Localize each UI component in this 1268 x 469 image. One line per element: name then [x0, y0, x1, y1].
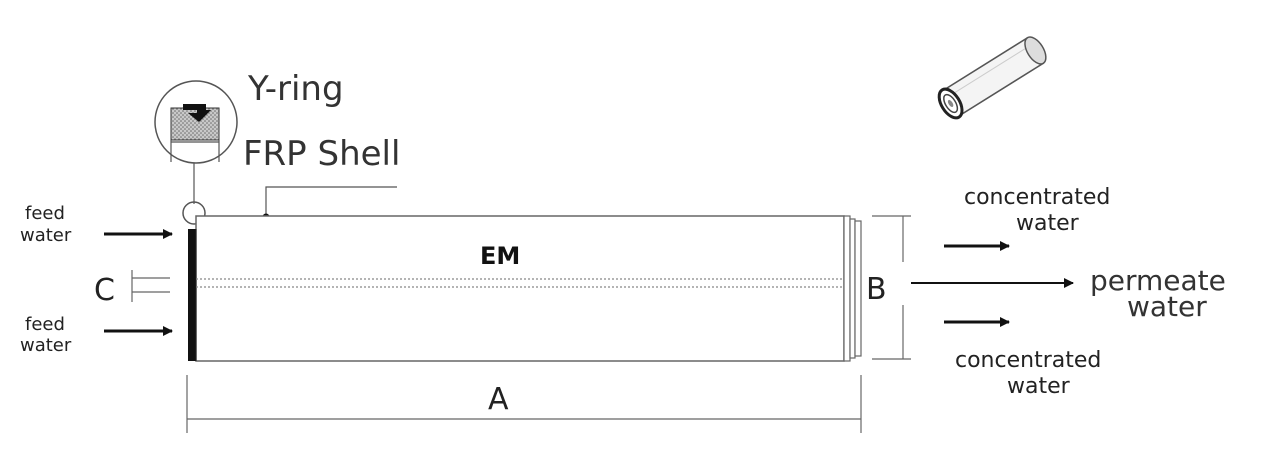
frp-shell-label: FRP Shell: [243, 134, 400, 174]
feed-water-bottom-label-line2: water: [20, 335, 72, 356]
y-ring-seal-icon: [183, 104, 211, 122]
y-ring-location-marker: [182, 201, 206, 225]
feed-water-top-label-line2: water: [20, 225, 72, 246]
concentrated-water-bottom-label-line1: concentrated: [955, 348, 1101, 373]
permeate-water-label-line1: permeate: [1090, 264, 1226, 297]
dimension-c: [131, 270, 170, 302]
feed-end-cap: [188, 229, 196, 361]
dimension-a: [186, 375, 862, 433]
dimension-b: [872, 215, 911, 360]
permeate-water-label-line2: water: [1127, 290, 1207, 323]
end-ring-inner: [843, 215, 851, 362]
dimension-a-label: A: [488, 382, 509, 417]
feed-water-top-label-line1: feed: [25, 203, 65, 224]
dimension-b-label: B: [866, 272, 887, 307]
concentrated-water-top-label-line2: water: [1016, 211, 1080, 236]
membrane-element-body: [188, 215, 862, 362]
feed-water-bottom-label-line1: feed: [25, 314, 65, 335]
y-ring-label: Y-ring: [247, 69, 344, 109]
dimension-c-label: C: [94, 273, 115, 308]
y-ring-detail-magnifier: [154, 80, 238, 225]
membrane-cylinder-icon: [937, 36, 1047, 120]
concentrated-water-bottom-label-line2: water: [1007, 374, 1071, 399]
element-model-label: EM: [480, 242, 520, 270]
end-ring-outer: [854, 220, 862, 357]
concentrated-water-top-label-line1: concentrated: [964, 185, 1110, 210]
